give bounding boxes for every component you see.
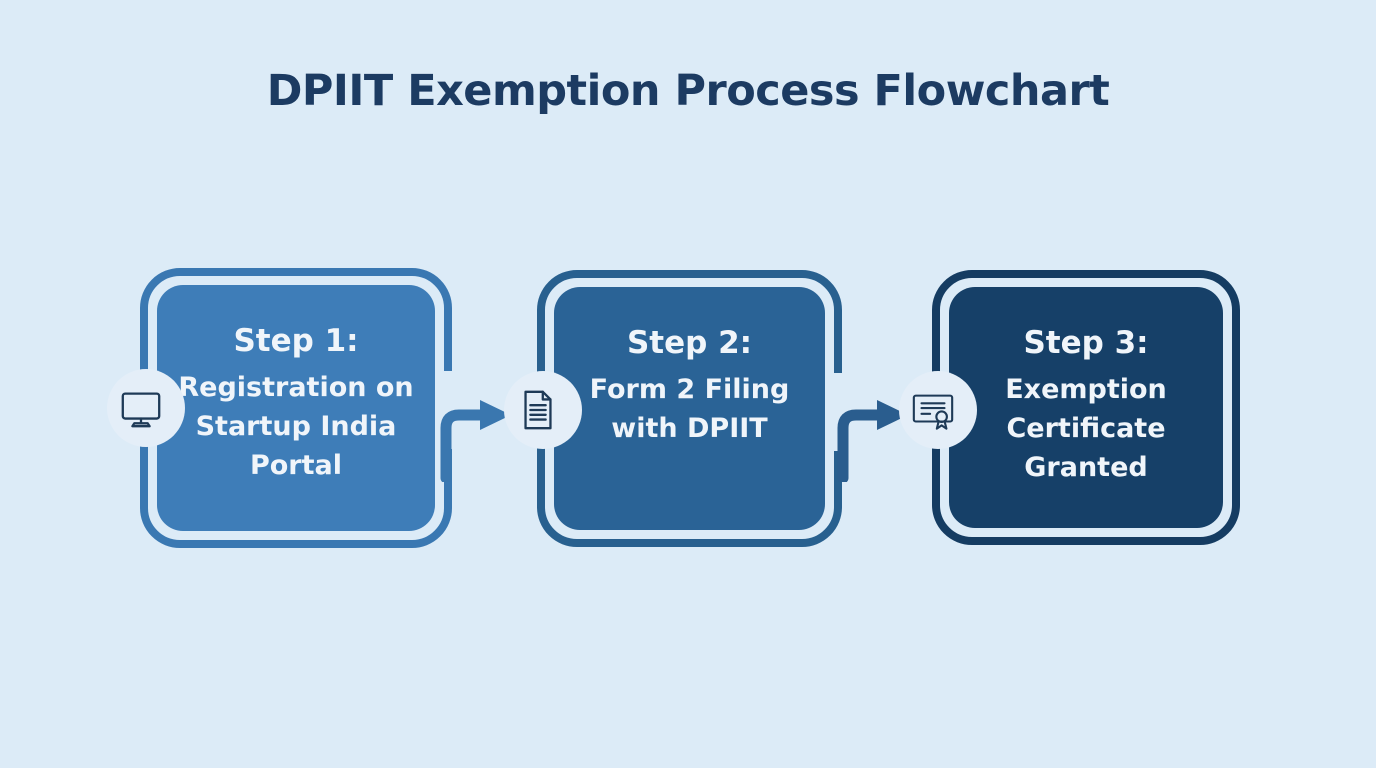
- step-1-label: Step 1:: [233, 323, 359, 359]
- step-3-label: Step 3:: [1023, 325, 1149, 361]
- step-1-icon-notch: [107, 369, 185, 447]
- monitor-icon: [118, 385, 164, 431]
- arrow-step1-to-step2: [440, 400, 511, 482]
- step-2-label: Step 2:: [626, 325, 753, 361]
- step-3-icon-notch: [899, 371, 977, 449]
- page-title: DPIIT Exemption Process Flowchart: [266, 66, 1110, 116]
- arrow-step2-to-step3: [837, 400, 908, 482]
- document-icon: [515, 387, 561, 433]
- certificate-icon: [910, 387, 956, 433]
